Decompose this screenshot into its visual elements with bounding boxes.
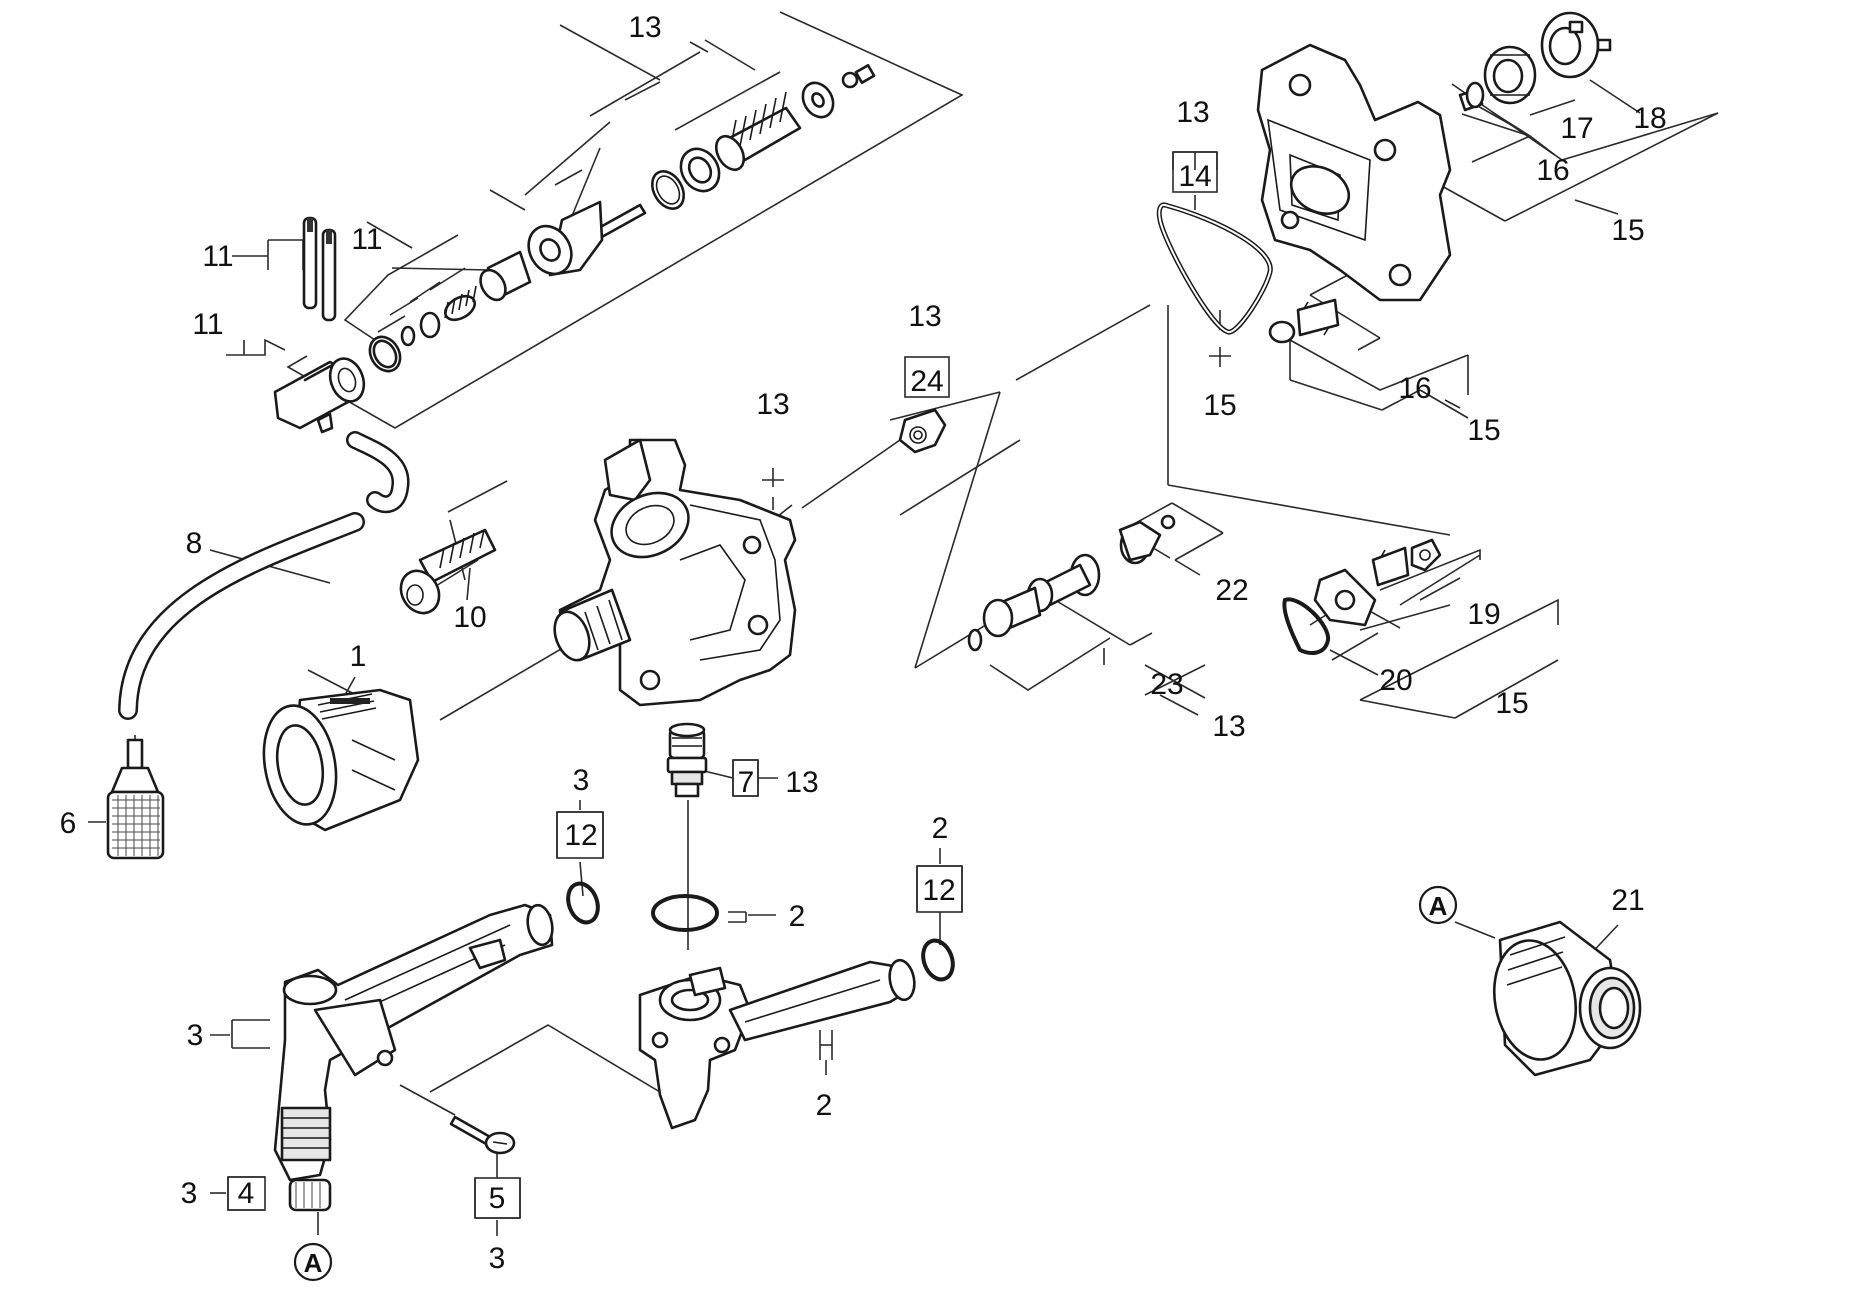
part-coupling-21: [1492, 920, 1642, 1077]
label-16-mid: 16: [1398, 372, 1431, 405]
label-24: 24: [910, 365, 943, 398]
label-16-top: 16: [1536, 154, 1569, 187]
label-13-housing: 13: [756, 388, 789, 421]
label-12-right: 12: [922, 874, 955, 907]
part-labels: 13 11 11 11 13 14 15 17 18 16 15 13 24 1…: [60, 11, 1667, 1275]
part-fitting-17-18: [1458, 11, 1612, 112]
label-6: 6: [60, 807, 77, 840]
label-2-right: 2: [932, 812, 949, 845]
label-12-left: 12: [564, 819, 597, 852]
label-15-cover: 15: [1611, 214, 1644, 247]
label-7: 7: [738, 766, 755, 799]
part-oring-12-right: [921, 938, 955, 982]
part-cover-15: [1256, 43, 1452, 302]
part-seal-14: [1156, 202, 1273, 335]
part-check-valve-22: [1118, 514, 1176, 565]
part-screw-10: [399, 528, 497, 615]
label-23: 23: [1150, 668, 1183, 701]
label-14: 14: [1178, 160, 1211, 193]
label-8: 8: [186, 527, 203, 560]
marker-a-right: A: [1418, 885, 1458, 925]
label-5: 5: [489, 1182, 506, 1215]
label-15-seal: 15: [1203, 389, 1236, 422]
part-nut-1: [262, 688, 420, 832]
label-13-valve7: 13: [785, 766, 818, 799]
part-seal-20: [1282, 568, 1377, 655]
label-22: 22: [1215, 574, 1248, 607]
part-hose-8: [118, 431, 410, 720]
label-13-clip: 13: [908, 300, 941, 333]
label-13-seal: 13: [1176, 96, 1209, 129]
label-2-bottom: 2: [816, 1089, 833, 1122]
part-valve-stack-13: [527, 64, 876, 277]
label-21: 21: [1611, 884, 1644, 917]
part-filter-6: [106, 738, 165, 860]
part-oring-2: [651, 894, 719, 932]
part-valve-23: [967, 553, 1101, 652]
label-4: 4: [238, 1177, 255, 1210]
part-clip-24: [898, 408, 947, 454]
marker-a-left-text: A: [304, 1248, 323, 1278]
label-3-manifold: 3: [187, 1019, 204, 1052]
label-13-valve: 13: [1212, 710, 1245, 743]
part-valve-7: [666, 722, 708, 798]
label-11-valve: 11: [351, 223, 382, 256]
label-1: 1: [350, 640, 367, 673]
part-manifold-3: [273, 903, 554, 1212]
part-outlet-block: [638, 958, 916, 1130]
label-15-mid: 15: [1467, 414, 1500, 447]
label-2-oring: 2: [789, 900, 806, 933]
part-pump-housing: [553, 438, 797, 707]
part-spring-16: [1268, 298, 1340, 344]
label-10: 10: [453, 601, 486, 634]
callout-boxes: [227, 151, 1218, 1219]
label-13-top: 13: [628, 11, 661, 44]
label-17: 17: [1560, 112, 1593, 145]
label-20: 20: [1379, 664, 1412, 697]
part-spring-19: [1371, 538, 1442, 587]
label-3-screw: 3: [489, 1242, 506, 1275]
part-screw-5: [449, 1115, 516, 1155]
label-11-rods: 11: [202, 240, 233, 273]
label-3-filter: 3: [181, 1177, 198, 1210]
label-11-body: 11: [192, 308, 223, 341]
marker-a-right-text: A: [1429, 891, 1448, 921]
part-oring-12-left: [566, 881, 600, 925]
label-18: 18: [1633, 102, 1666, 135]
part-valve-11: [273, 216, 532, 434]
label-15-bottom: 15: [1495, 687, 1528, 720]
marker-a-left: A: [293, 1242, 333, 1282]
label-3-oring: 3: [573, 764, 590, 797]
label-19: 19: [1467, 598, 1500, 631]
